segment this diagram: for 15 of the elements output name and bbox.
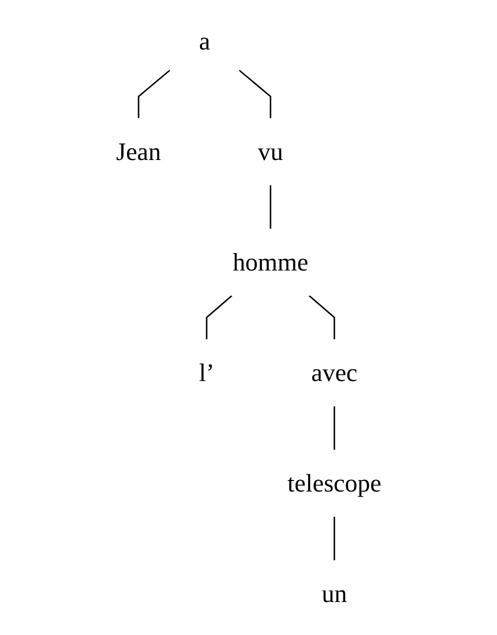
connector	[238, 70, 272, 118]
node-text: vu	[258, 138, 283, 166]
connector	[333, 516, 335, 560]
connector	[270, 185, 272, 229]
node-text: a	[198, 27, 210, 56]
connector	[206, 295, 232, 340]
node-text: l’	[198, 358, 214, 387]
node-text: un	[322, 580, 347, 608]
connector	[138, 70, 170, 118]
connector	[308, 295, 335, 340]
node-text: avec	[311, 358, 358, 387]
node-text: Jean	[116, 138, 161, 166]
node-text: telescope	[287, 469, 382, 498]
node-text: homme	[232, 248, 308, 276]
connector	[333, 406, 335, 450]
